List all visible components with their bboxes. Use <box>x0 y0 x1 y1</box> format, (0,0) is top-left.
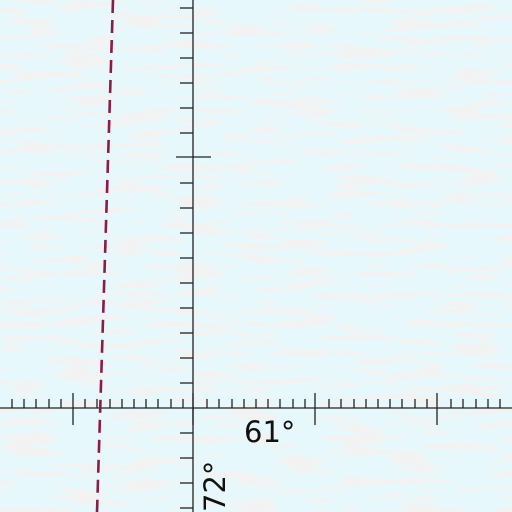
boundary-line <box>95 0 115 512</box>
parallel-ticks <box>11 393 501 425</box>
longitude-label: 61° <box>244 415 296 449</box>
meridian-ticks <box>180 7 193 509</box>
latitude-label: 72° <box>198 460 232 512</box>
